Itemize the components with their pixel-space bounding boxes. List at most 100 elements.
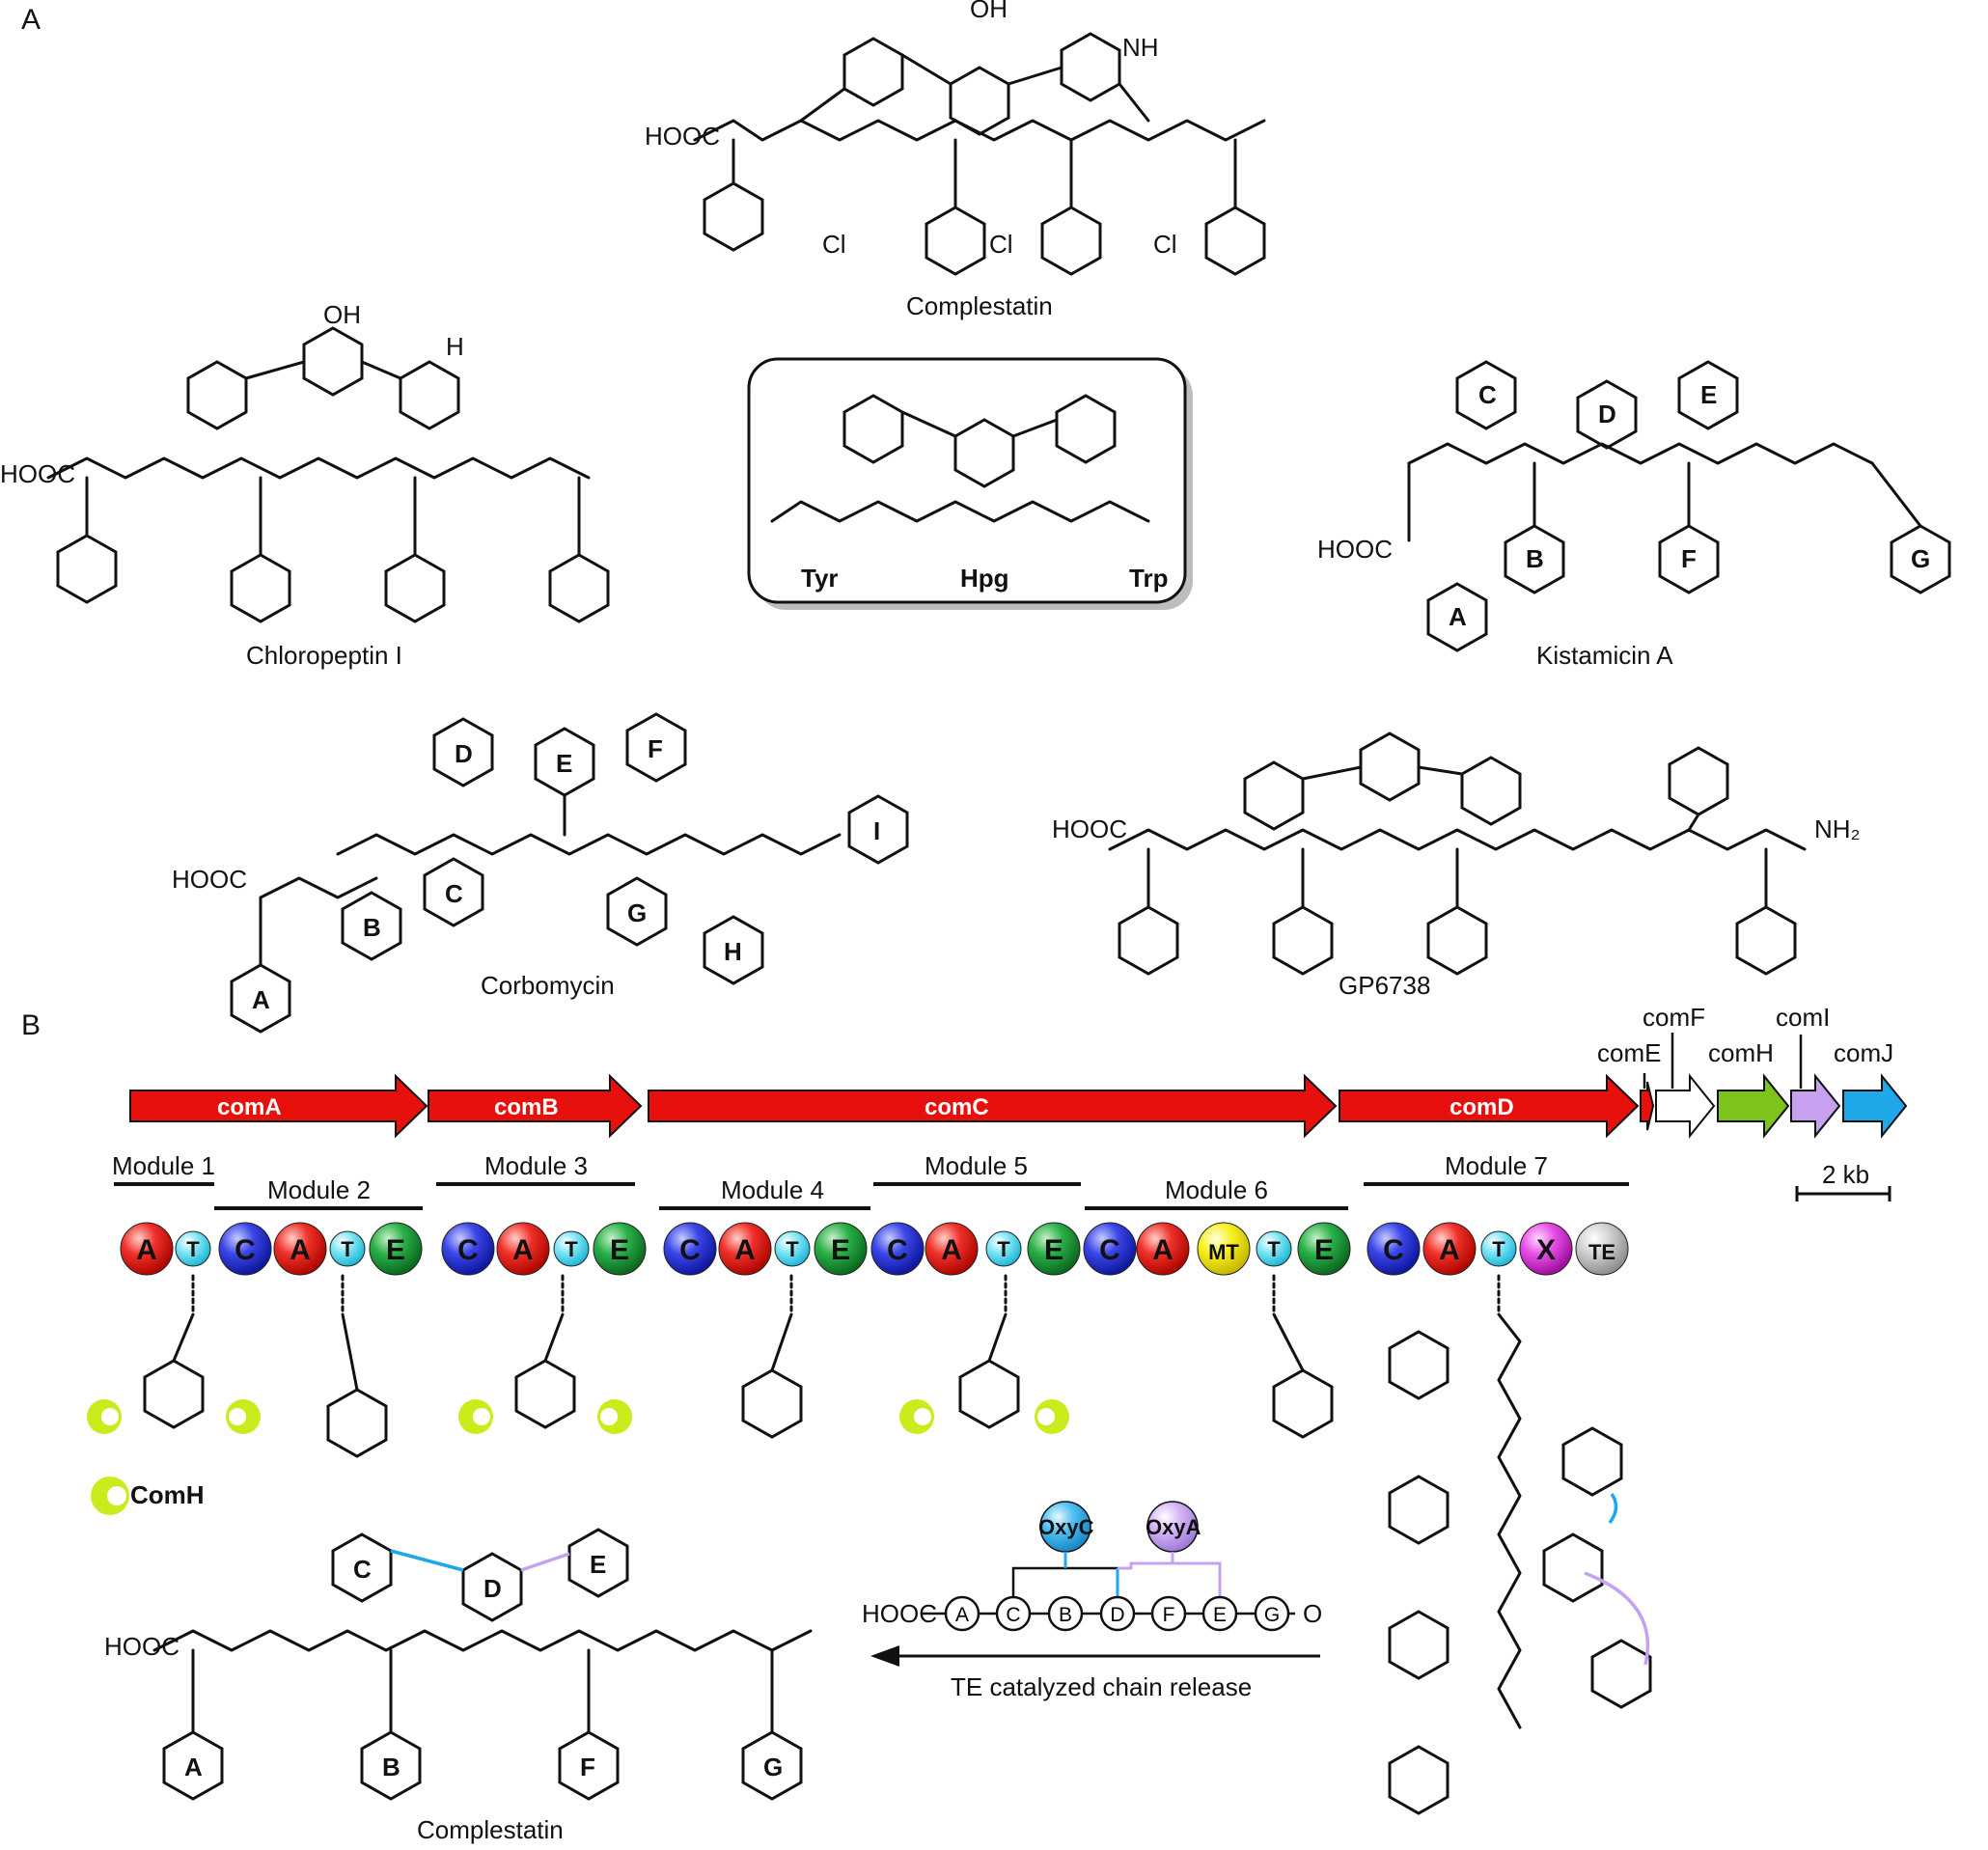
module-brackets <box>114 1182 1629 1210</box>
loaded-substrates <box>143 1274 1334 1458</box>
module-label-2: Module 2 <box>267 1175 371 1204</box>
gene-callout-comi: comI <box>1776 1003 1830 1032</box>
domain-e <box>814 1222 868 1276</box>
domain-label: MT <box>1208 1240 1239 1264</box>
gene-arrow-comh <box>1717 1073 1790 1139</box>
domain-label: T <box>1492 1237 1505 1261</box>
domain-a <box>1422 1222 1477 1276</box>
enzyme-label-oxyc: OxyC <box>1038 1515 1094 1539</box>
residue-hpg: Hpg <box>960 564 1009 593</box>
domain-a <box>925 1222 979 1276</box>
domain-label: C <box>235 1234 256 1266</box>
domain-label: E <box>386 1234 405 1266</box>
chain-residue-circle <box>1047 1595 1084 1632</box>
ring-letter: E <box>556 749 572 778</box>
domain-c <box>1367 1222 1421 1276</box>
chain-residue-circle <box>1201 1595 1238 1632</box>
atom-nh: H <box>446 332 464 361</box>
ring-letter: G <box>627 898 647 927</box>
domain-label: T <box>786 1237 799 1261</box>
domain-e <box>1027 1222 1081 1276</box>
domain-a <box>718 1222 772 1276</box>
domain-a <box>120 1222 174 1276</box>
atom-hooc: HOOC <box>645 122 720 151</box>
domain-label: E <box>610 1234 629 1266</box>
product-ring-g: G <box>763 1753 783 1781</box>
domain-a <box>1136 1222 1190 1276</box>
domain-t <box>1480 1230 1517 1267</box>
chain-residue-label: G <box>1264 1604 1280 1626</box>
module-label-4: Module 4 <box>721 1175 824 1204</box>
gene-callout-comf: comF <box>1643 1003 1705 1032</box>
domain-c <box>1083 1222 1137 1276</box>
release-arrow <box>870 1645 1320 1667</box>
chain-residue-label: E <box>1213 1604 1227 1626</box>
comh-legend-label: ComH <box>130 1480 205 1509</box>
domain-t <box>175 1230 211 1267</box>
domain-e <box>593 1222 647 1276</box>
structure-kistamicin <box>1407 360 1951 652</box>
domain-e <box>369 1222 423 1276</box>
atom-cl: Cl <box>989 230 1013 259</box>
atom-oh: OH <box>323 300 361 329</box>
atom-hooc: HOOC <box>172 865 247 894</box>
domain-label: C <box>1099 1234 1120 1266</box>
domain-label: A <box>941 1234 962 1266</box>
domain-c <box>218 1222 272 1276</box>
domain-te <box>1575 1222 1629 1276</box>
ring-letter: G <box>1911 544 1930 573</box>
ring-letter: D <box>1598 400 1616 428</box>
domain-c <box>870 1222 925 1276</box>
atom-nh2: NH₂ <box>1814 815 1861 843</box>
product-ring-f: F <box>580 1753 595 1781</box>
chain-residue-label: B <box>1059 1604 1072 1626</box>
ring-letter: C <box>1478 380 1497 409</box>
ring-letter: F <box>648 734 663 763</box>
chain-residue-label: D <box>1110 1604 1124 1626</box>
domain-label: C <box>457 1234 479 1266</box>
gene-callout-comj: comJ <box>1834 1038 1893 1067</box>
structure-chloropeptin <box>46 326 610 623</box>
chain-start: HOOC <box>862 1599 937 1628</box>
scale-bar-label: 2 kb <box>1822 1160 1869 1189</box>
gene-arrow-comi <box>1790 1073 1841 1139</box>
compound-name-chloropeptin: Chloropeptin I <box>246 641 402 670</box>
chain-residue-circle <box>944 1595 980 1632</box>
atom-nh: NH <box>1122 33 1159 62</box>
domain-t <box>774 1230 811 1267</box>
ring-letter: H <box>724 937 742 966</box>
atom-hooc: HOOC <box>0 459 75 488</box>
gene-arrow-coma <box>129 1073 428 1139</box>
panel-label-b: B <box>21 1009 41 1041</box>
ring-letter: A <box>252 985 270 1014</box>
product-ring-e: E <box>590 1550 606 1579</box>
domain-label: X <box>1536 1234 1556 1266</box>
structure-corbomycin <box>230 712 909 1034</box>
gene-label-comd: comD <box>1450 1094 1514 1120</box>
chain-residue-circle <box>1150 1595 1187 1632</box>
domain-label: A <box>1152 1234 1173 1266</box>
product-ring-c: C <box>353 1555 372 1584</box>
product-ring-b: B <box>382 1753 400 1781</box>
domain-label: C <box>1383 1234 1404 1266</box>
domain-a <box>273 1222 327 1276</box>
ring-letter: B <box>363 913 381 942</box>
crosslink-scheme <box>922 1501 1295 1615</box>
product-ring-d: D <box>483 1574 502 1603</box>
gene-label-coma: comA <box>217 1094 282 1120</box>
comh-halogenase-markers <box>87 1399 1069 1515</box>
domain-label: C <box>679 1234 701 1266</box>
compound-name-kistamicin: Kistamicin A <box>1536 641 1673 670</box>
compound-name-product: Complestatin <box>417 1815 564 1844</box>
chain-residue-circle <box>995 1595 1032 1632</box>
structure-complestatin-top <box>693 32 1266 276</box>
domain-t <box>985 1230 1022 1267</box>
domain-label: A <box>512 1234 534 1266</box>
chain-residue-label: F <box>1163 1604 1175 1626</box>
domain-t <box>1256 1230 1292 1267</box>
ring-letter: I <box>873 816 880 845</box>
domain-label: E <box>831 1234 850 1266</box>
compound-name-gp6738: GP6738 <box>1339 971 1430 1000</box>
